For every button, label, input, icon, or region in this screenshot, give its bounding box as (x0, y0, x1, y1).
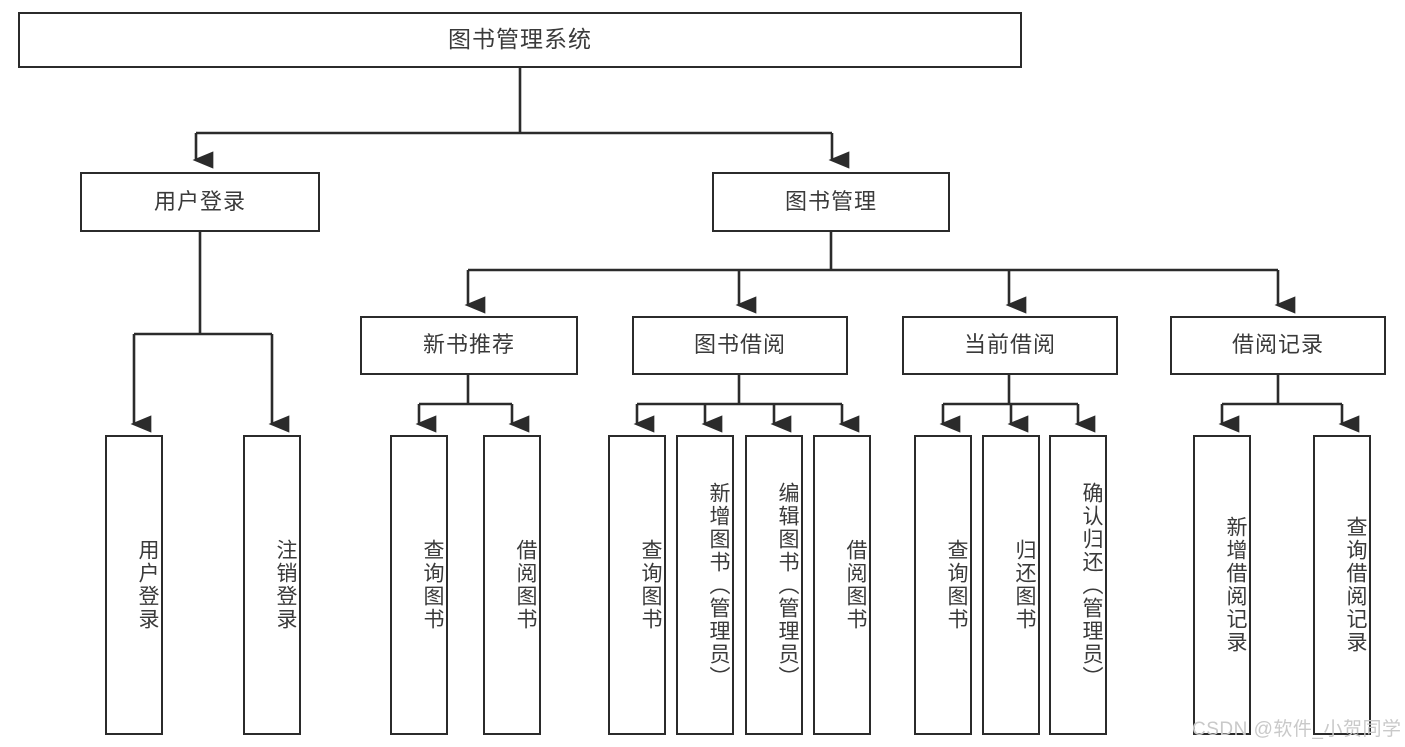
node-label: 借阅记录 (1231, 332, 1324, 358)
node-label: 新书推荐 (422, 332, 515, 358)
node-user-login[interactable]: 用户登录 (80, 172, 320, 232)
leaf-borrow-borrow-book[interactable]: 借阅图书 (813, 435, 871, 735)
leaf-current-confirm-return[interactable]: 确认归还（管理员） (1049, 435, 1107, 735)
node-label: 新增图书（管理员） (707, 481, 730, 689)
node-label: 编辑图书（管理员） (776, 481, 799, 689)
node-label: 查询借阅记录 (1344, 516, 1367, 654)
leaf-borrow-add-book[interactable]: 新增图书（管理员） (676, 435, 734, 735)
node-book-management[interactable]: 图书管理 (712, 172, 950, 232)
leaf-user-login-signin[interactable]: 用户登录 (105, 435, 163, 735)
leaf-borrow-edit-book[interactable]: 编辑图书（管理员） (745, 435, 803, 735)
node-label: 归还图书 (1013, 539, 1036, 631)
leaf-record-add-record[interactable]: 新增借阅记录 (1193, 435, 1251, 735)
node-label: 用户登录 (136, 539, 159, 631)
node-label: 用户登录 (153, 188, 246, 214)
node-label: 图书管理 (784, 188, 877, 214)
node-label: 借阅图书 (514, 539, 537, 631)
node-borrow-record[interactable]: 借阅记录 (1170, 316, 1386, 375)
leaf-current-return-book[interactable]: 归还图书 (982, 435, 1040, 735)
node-label: 新增借阅记录 (1224, 516, 1247, 654)
leaf-new-book-query[interactable]: 查询图书 (390, 435, 448, 735)
node-new-book-recommend[interactable]: 新书推荐 (360, 316, 578, 375)
node-label: 注销登录 (274, 539, 297, 631)
node-current-borrow[interactable]: 当前借阅 (902, 316, 1118, 375)
node-label: 查询图书 (945, 539, 968, 631)
node-label: 借阅图书 (844, 539, 867, 631)
leaf-record-query-record[interactable]: 查询借阅记录 (1313, 435, 1371, 735)
node-book-borrow[interactable]: 图书借阅 (632, 316, 848, 375)
node-label: 图书借阅 (693, 332, 786, 358)
leaf-current-query-book[interactable]: 查询图书 (914, 435, 972, 735)
leaf-borrow-query-book[interactable]: 查询图书 (608, 435, 666, 735)
leaf-user-login-signout[interactable]: 注销登录 (243, 435, 301, 735)
csdn-watermark: CSDN @软件_小贺同学 (1192, 719, 1402, 740)
node-label: 查询图书 (421, 539, 444, 631)
leaf-new-book-borrow[interactable]: 借阅图书 (483, 435, 541, 735)
node-root-system[interactable]: 图书管理系统 (18, 12, 1022, 68)
node-label: 确认归还（管理员） (1080, 481, 1103, 689)
node-label: 查询图书 (639, 539, 662, 631)
node-label: 当前借阅 (963, 332, 1056, 358)
node-label: 图书管理系统 (448, 26, 592, 53)
